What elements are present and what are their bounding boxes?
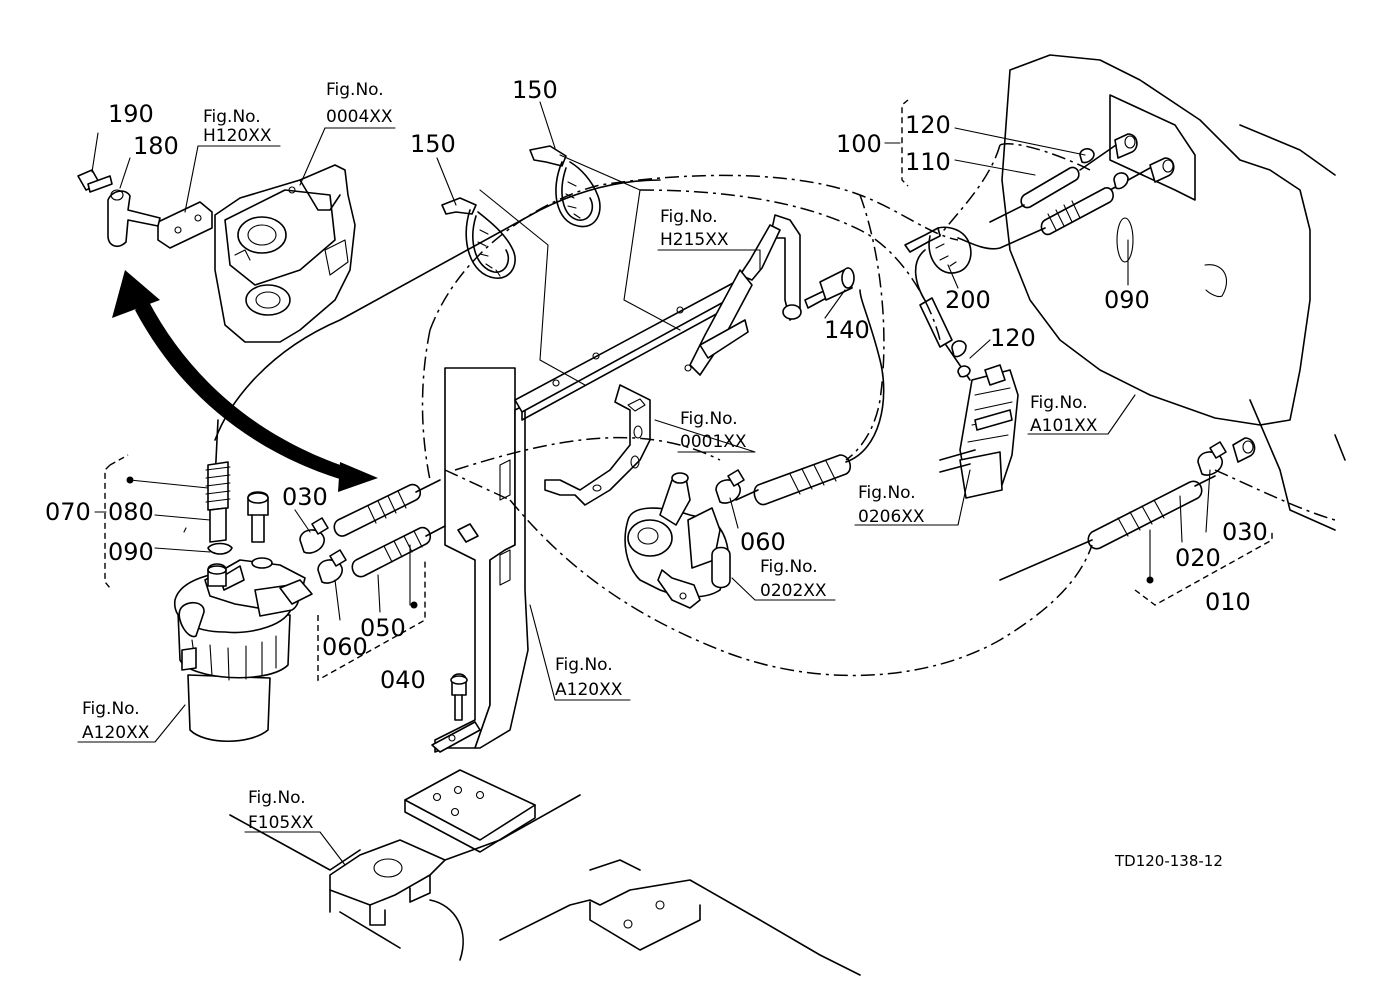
fig-label-0206: Fig.No.	[858, 483, 916, 503]
callout-190: 190	[108, 100, 154, 128]
fig-label-a120-right: Fig.No.	[555, 655, 613, 675]
callout-180: 180	[133, 132, 179, 160]
callout-150-right: 150	[512, 76, 558, 104]
fuel-filter	[174, 557, 313, 743]
callout-100: 100	[836, 130, 882, 158]
fig-label-h215: Fig.No.	[660, 207, 718, 227]
chassis-frame-outline	[229, 794, 861, 976]
callout-090-right: 090	[1104, 286, 1150, 314]
callout-030-left: 030	[282, 483, 328, 511]
fig-ref-a120-left: A120XX	[82, 723, 150, 743]
fig-label-0202: Fig.No.	[760, 557, 818, 577]
callout-150-left: 150	[410, 130, 456, 158]
routing-arrow	[112, 270, 378, 492]
callout-120-top: 120	[905, 111, 951, 139]
routing-lines	[421, 143, 1336, 677]
fuel-feed-pump	[624, 472, 731, 609]
fig-ref-0206: 0206XX	[858, 507, 925, 527]
callout-020: 020	[1175, 544, 1221, 572]
callout-080: 080	[108, 498, 154, 526]
callout-030-right: 030	[1222, 518, 1268, 546]
group-connectors	[94, 142, 899, 513]
part-callouts: 190 180 150 150 100 120 110 140 200 090 …	[45, 76, 1268, 694]
mounting-bracket	[404, 367, 536, 853]
injection-nozzle	[939, 364, 1019, 499]
fig-label-h120: Fig.No.	[203, 107, 261, 127]
callout-060-right: 060	[740, 528, 786, 556]
callout-110: 110	[905, 148, 951, 176]
pipe-070	[205, 461, 233, 555]
fuel-pipes	[214, 144, 1216, 581]
upper-stay-bracket	[514, 214, 855, 421]
leader-lines	[77, 101, 1211, 866]
lower-stay-bracket	[544, 384, 651, 506]
fig-ref-h120: H120XX	[203, 126, 272, 146]
callout-050: 050	[360, 614, 406, 642]
fig-ref-0004: 0004XX	[326, 107, 393, 127]
drawing-id: TD120-138-12	[1114, 852, 1223, 870]
callout-070: 070	[45, 498, 91, 526]
fig-ref-f105: F105XX	[248, 813, 314, 833]
group-brackets	[104, 99, 1273, 682]
fig-ref-0202: 0202XX	[760, 581, 827, 601]
fig-ref-a101: A101XX	[1030, 416, 1098, 436]
tank-fittings	[1114, 133, 1256, 463]
fuel-tank-outline	[1001, 54, 1346, 531]
band-clamps	[441, 145, 972, 279]
callout-010: 010	[1205, 588, 1251, 616]
fig-ref-h215: H215XX	[660, 230, 729, 250]
fig-label-a120-left: Fig.No.	[82, 699, 140, 719]
fig-label-0004: Fig.No.	[326, 80, 384, 100]
callout-040: 040	[380, 666, 426, 694]
fig-label-f105: Fig.No.	[248, 788, 306, 808]
hose-clips	[299, 148, 1227, 584]
callout-060-left: 060	[322, 633, 368, 661]
fig-label-a101: Fig.No.	[1030, 393, 1088, 413]
engine-block-outline	[77, 164, 356, 343]
fig-label-0001: Fig.No.	[680, 409, 738, 429]
fig-ref-a120-right: A120XX	[555, 680, 623, 700]
callout-090-left: 090	[108, 538, 154, 566]
fig-ref-0001: 0001XX	[680, 432, 747, 452]
callout-200: 200	[945, 286, 991, 314]
bleed-bolt	[247, 491, 269, 543]
figure-references: Fig.No. H120XX Fig.No. 0004XX Fig.No. H2…	[82, 80, 1098, 833]
callout-140: 140	[824, 316, 870, 344]
callout-120-bottom: 120	[990, 324, 1036, 352]
